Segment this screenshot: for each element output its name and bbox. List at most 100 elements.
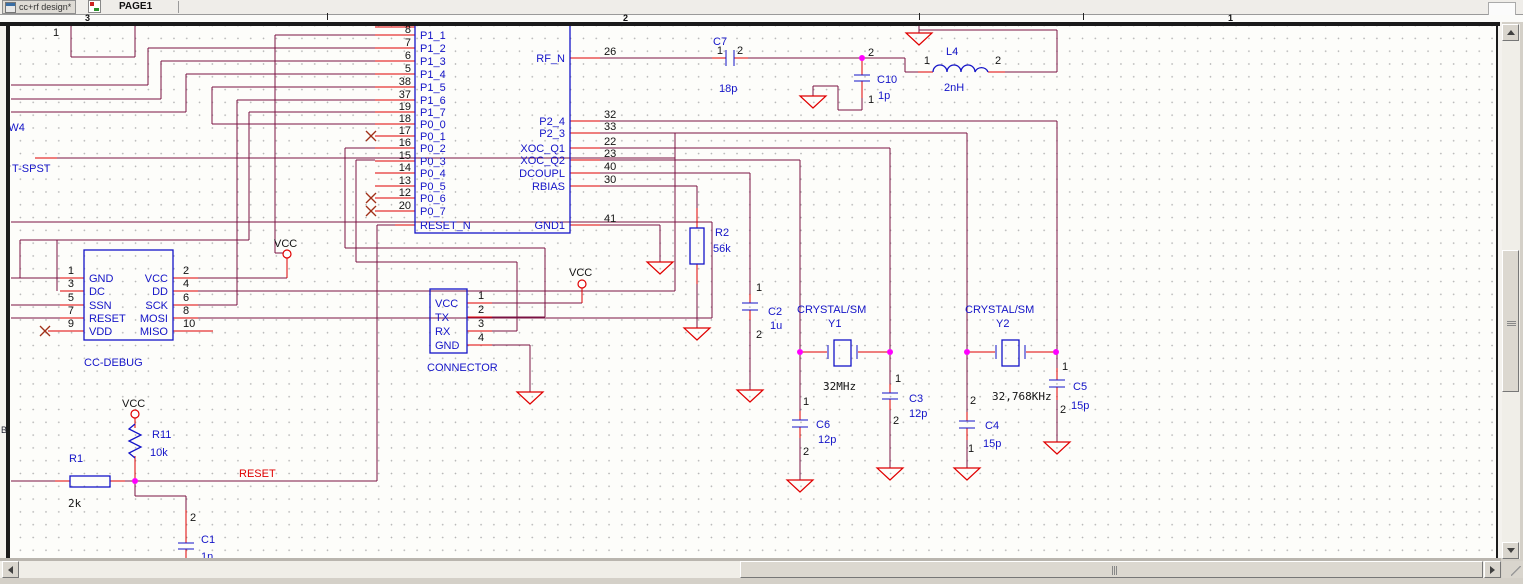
schematic-label[interactable]: C4 (985, 420, 999, 432)
schematic-label[interactable]: VCC (122, 398, 145, 410)
schematic-label[interactable]: 8 (405, 24, 411, 36)
schematic-label[interactable]: GND1 (534, 220, 565, 232)
schematic-label[interactable]: P0_4 (420, 168, 446, 180)
schematic-label[interactable]: 18 (399, 113, 411, 125)
schematic-label[interactable]: 8 (183, 305, 189, 317)
ground-symbol[interactable] (682, 327, 712, 341)
schematic-label[interactable]: 1 (1062, 361, 1068, 373)
schematic-label[interactable]: 4 (183, 278, 189, 290)
schematic-label[interactable]: VCC (435, 298, 458, 310)
schematic-label[interactable]: R11 (152, 429, 171, 441)
schematic-label[interactable]: R1 (69, 453, 83, 465)
resize-grip[interactable] (1502, 561, 1523, 578)
tab-design-manager[interactable]: cc+rf design* (2, 0, 77, 14)
vcc-symbol[interactable] (282, 249, 292, 259)
schematic-label[interactable]: VCC (274, 238, 297, 250)
scroll-right-button[interactable] (1484, 561, 1501, 578)
schematic-label[interactable]: TX (435, 312, 450, 324)
schematic-label[interactable]: P2_4 (539, 116, 565, 128)
ground-symbol[interactable] (875, 467, 905, 481)
schematic-label[interactable]: 2 (995, 55, 1001, 67)
schematic-label[interactable]: 20 (399, 200, 411, 212)
schematic-label[interactable]: P1_7 (420, 107, 446, 119)
schematic-label[interactable]: RF_N (536, 53, 565, 65)
schematic-label[interactable]: VDD (89, 326, 112, 338)
ground-symbol[interactable] (1042, 441, 1072, 455)
schematic-label[interactable]: 10k (150, 447, 168, 459)
schematic-label[interactable]: 7 (405, 37, 411, 49)
schematic-label[interactable]: 2 (1060, 404, 1066, 416)
schematic-label[interactable]: VCC (569, 267, 592, 279)
schematic-label[interactable]: SSN (89, 300, 112, 312)
schematic-label[interactable]: CONNECTOR (427, 362, 498, 374)
schematic-label[interactable]: 2k (68, 497, 82, 510)
schematic-label[interactable]: P0_6 (420, 193, 446, 205)
schematic-label[interactable]: L4 (946, 46, 958, 58)
schematic-label[interactable]: 4 (478, 332, 484, 344)
schematic-label[interactable]: 14 (399, 162, 411, 174)
schematic-label[interactable]: 37 (399, 89, 411, 101)
scroll-down-button[interactable] (1502, 542, 1519, 559)
schematic-label[interactable]: 1 (717, 45, 723, 57)
schematic-label[interactable]: P0_7 (420, 206, 446, 218)
schematic-label[interactable]: P1_6 (420, 95, 446, 107)
schematic-label[interactable]: VCC (145, 273, 168, 285)
schematic-label[interactable]: 1 (968, 443, 974, 455)
schematic-label[interactable]: RX (435, 326, 451, 338)
schematic-label[interactable]: P0_5 (420, 181, 446, 193)
schematic-label[interactable]: C10 (877, 74, 897, 86)
schematic-label[interactable]: 2 (183, 265, 189, 277)
schematic-label[interactable]: 6 (183, 292, 189, 304)
component-outline[interactable] (69, 475, 111, 488)
schematic-label[interactable]: 5 (405, 63, 411, 75)
schematic-label[interactable]: 2nH (944, 82, 964, 94)
schematic-label[interactable]: C2 (768, 306, 782, 318)
schematic-label[interactable]: C1 (201, 534, 215, 546)
vcc-symbol[interactable] (130, 409, 140, 419)
scroll-left-button[interactable] (2, 561, 19, 578)
ground-symbol[interactable] (515, 391, 545, 405)
schematic-label[interactable]: 2 (190, 512, 196, 524)
schematic-label[interactable]: GND (89, 273, 114, 285)
schematic-label[interactable]: 19 (399, 101, 411, 113)
component-outline[interactable] (83, 249, 174, 341)
schematic-label[interactable]: 41 (604, 213, 616, 225)
schematic-label[interactable]: P0_3 (420, 156, 446, 168)
schematic-label[interactable]: CRYSTAL/SM (965, 304, 1034, 316)
schematic-label[interactable]: P1_1 (420, 30, 446, 42)
component-outline[interactable] (429, 288, 468, 354)
schematic-label[interactable]: 1 (924, 55, 930, 67)
schematic-label[interactable]: 17 (399, 125, 411, 137)
schematic-label[interactable]: DCOUPL (519, 168, 565, 180)
schematic-label[interactable]: 12p (909, 408, 927, 420)
schematic-label[interactable]: P0_2 (420, 143, 446, 155)
schematic-label[interactable]: 1 (68, 265, 74, 277)
schematic-label[interactable]: XOC_Q1 (520, 143, 565, 155)
schematic-label[interactable]: 2 (970, 395, 976, 407)
schematic-label[interactable]: MOSI (140, 313, 168, 325)
schematic-label[interactable]: P1_3 (420, 56, 446, 68)
schematic-label[interactable]: MISO (140, 326, 169, 338)
schematic-label[interactable]: 12 (399, 187, 411, 199)
ground-symbol[interactable] (735, 389, 765, 403)
ground-symbol[interactable] (904, 32, 934, 46)
schematic-label[interactable]: 3 (478, 318, 484, 330)
schematic-label[interactable]: RESET_N (420, 220, 471, 232)
schematic-label[interactable]: 32,768KHz (992, 390, 1052, 403)
schematic-label[interactable]: 1p (878, 90, 890, 102)
component-outline[interactable] (833, 339, 852, 367)
schematic-label[interactable]: 1 (53, 27, 59, 39)
schematic-label[interactable]: 40 (604, 161, 616, 173)
schematic-label[interactable]: P0_1 (420, 131, 446, 143)
schematic-label[interactable]: 1u (770, 320, 782, 332)
schematic-label[interactable]: T-SPST (12, 163, 51, 175)
schematic-label[interactable]: C5 (1073, 381, 1087, 393)
schematic-label[interactable]: 2 (868, 47, 874, 59)
schematic-label[interactable]: 2 (803, 446, 809, 458)
schematic-label[interactable]: GND (435, 340, 460, 352)
resistor-zigzag[interactable] (127, 423, 143, 459)
schematic-label[interactable]: 1 (895, 373, 901, 385)
ground-symbol[interactable] (645, 261, 675, 275)
schematic-label[interactable]: 15p (983, 438, 1001, 450)
schematic-label[interactable]: 2 (756, 329, 762, 341)
